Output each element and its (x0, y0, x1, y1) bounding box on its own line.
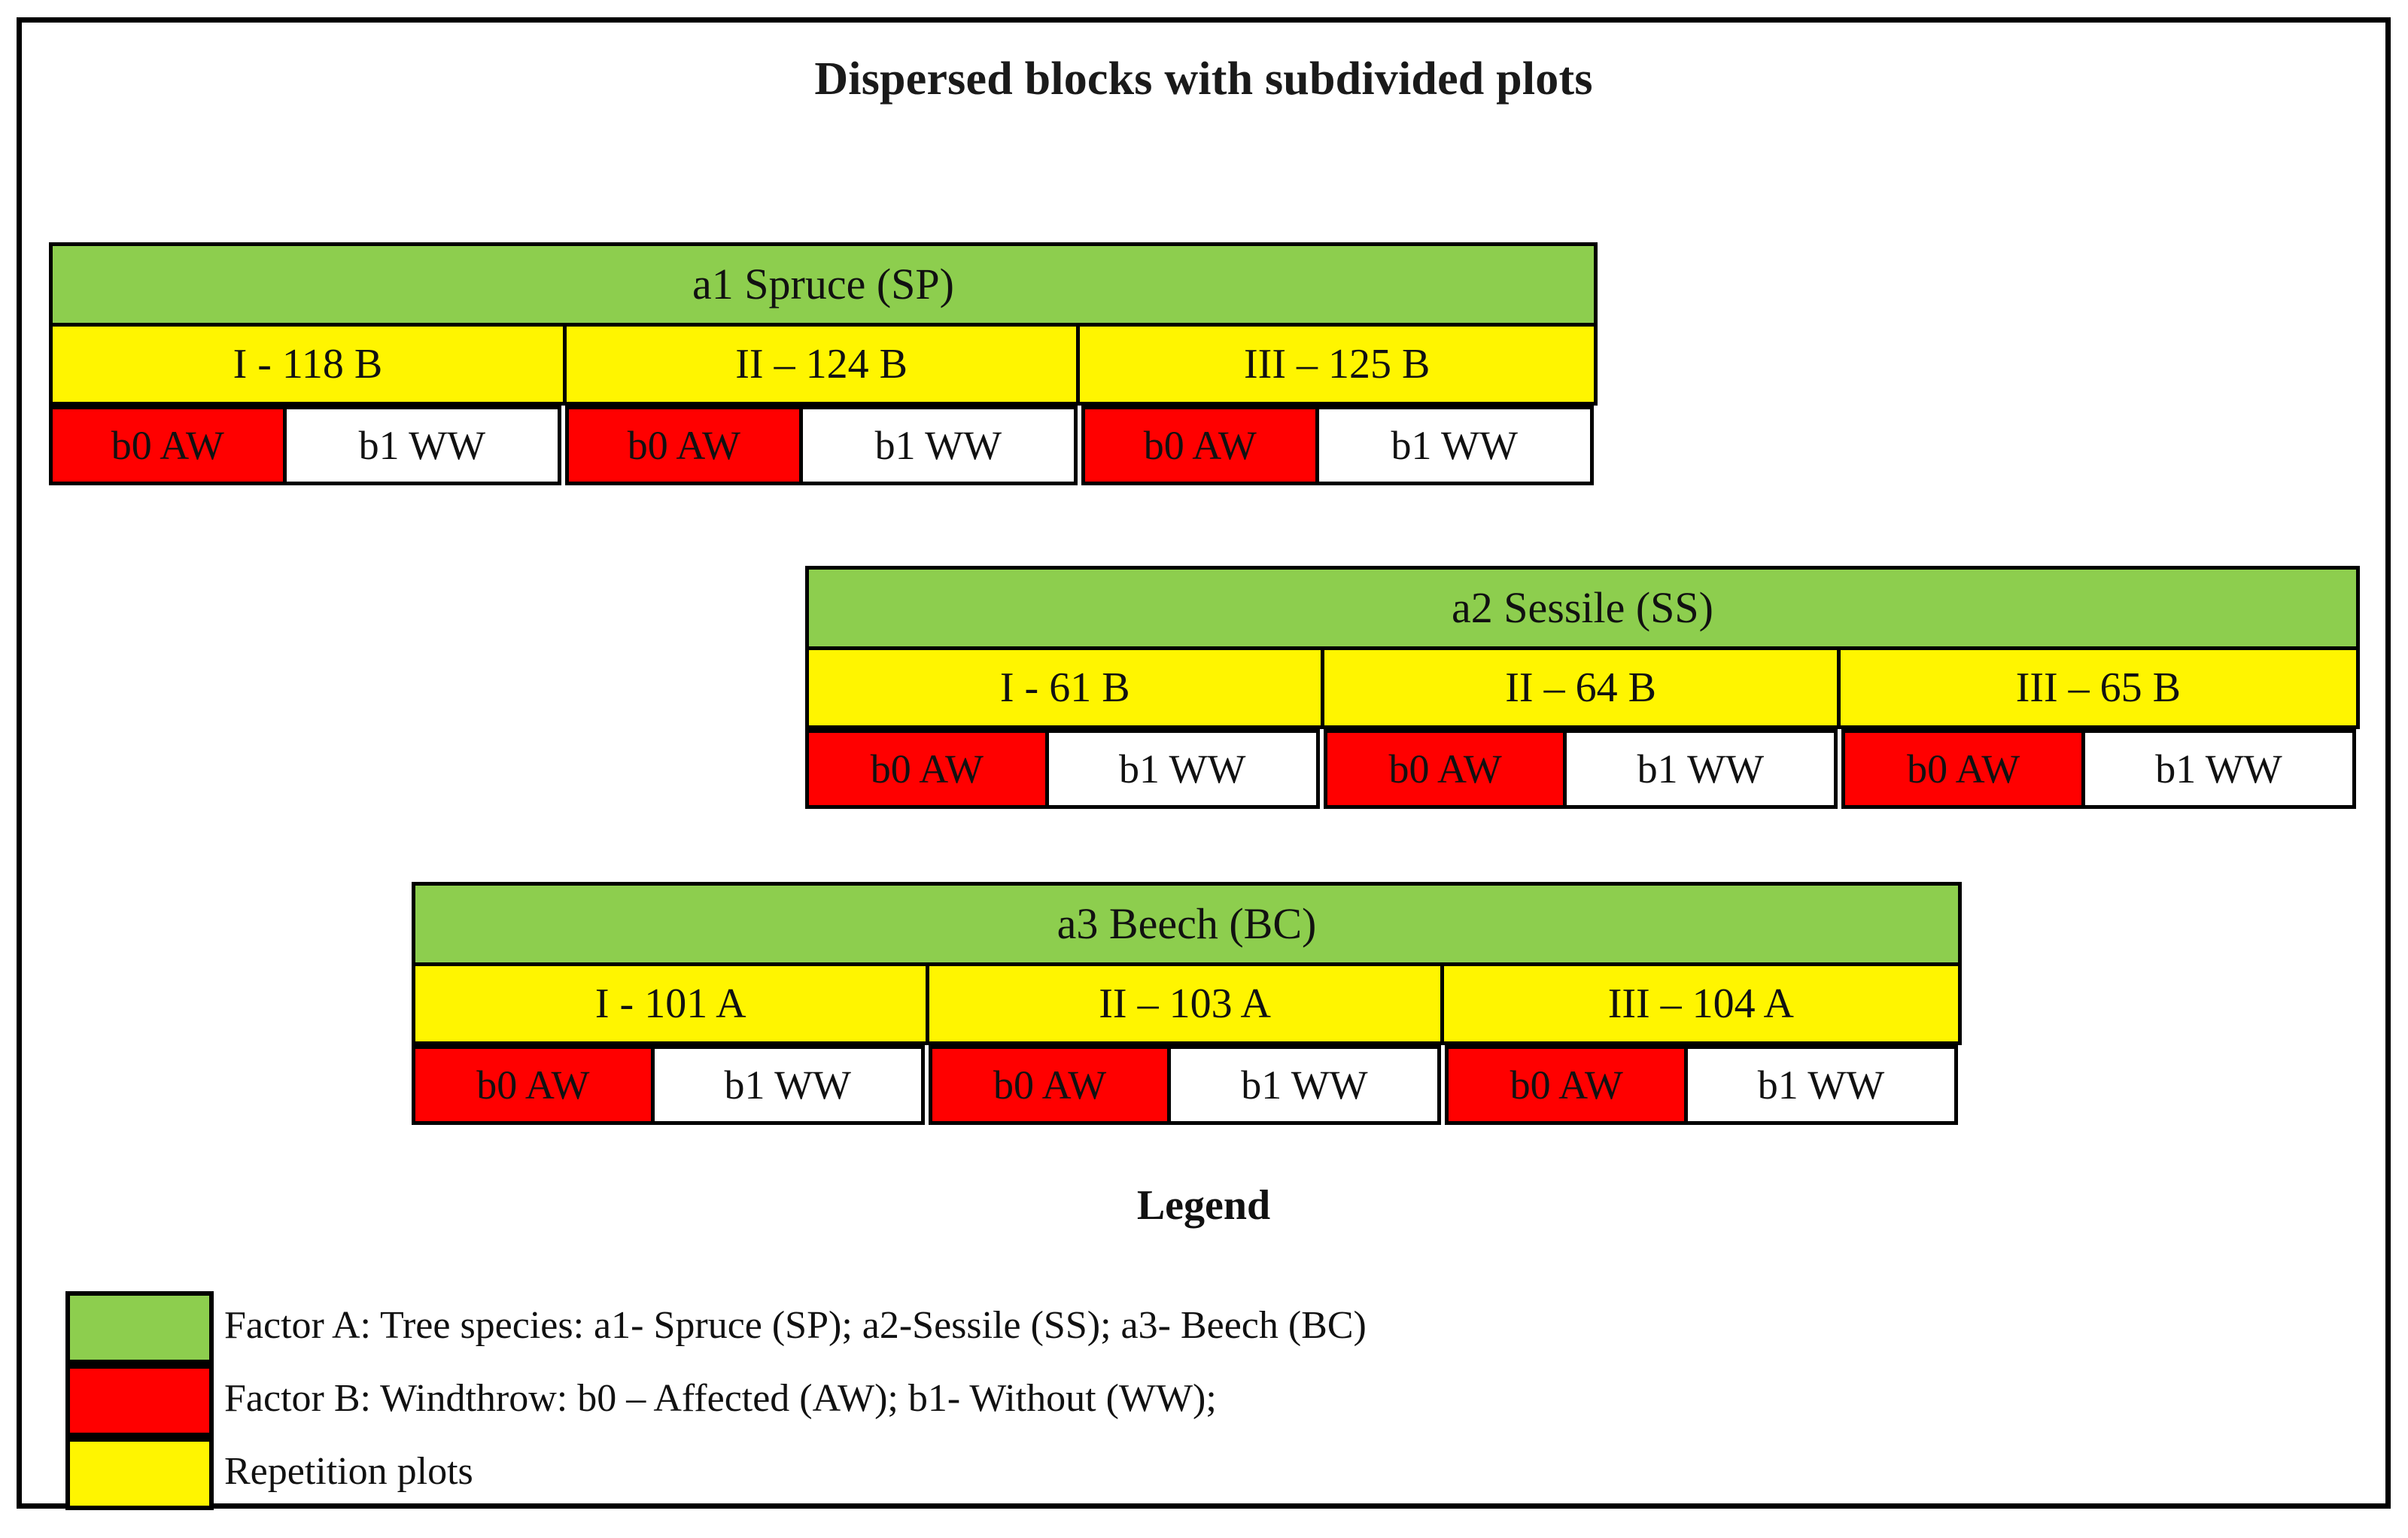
subplot-group-a3-II: b0 AW b1 WW (928, 1045, 1446, 1125)
subplot-cell-a2-I-b1[interactable]: b1 WW (1044, 729, 1320, 809)
subplot-group-a2-I: b0 AW b1 WW (805, 729, 1324, 809)
legend-entry-factor-a: Factor A: Tree species: a1- Spruce (SP);… (65, 1289, 2248, 1364)
legend-text-factor-b: Factor B: Windthrow: b0 – Affected (AW);… (224, 1376, 1217, 1420)
repetition-row-a3: I - 101 A II – 103 A III – 104 A (412, 966, 1962, 1045)
subplot-group-a2-III: b0 AW b1 WW (1841, 729, 2360, 809)
subplot-cell-a3-II-b1[interactable]: b1 WW (1167, 1045, 1442, 1125)
legend-entry-repetition: Repetition plots (65, 1435, 2248, 1510)
repetition-cell-a3-III[interactable]: III – 104 A (1443, 966, 1958, 1041)
subplot-cell-a1-II-b1[interactable]: b1 WW (798, 406, 1078, 485)
subplot-group-a1-III: b0 AW b1 WW (1081, 406, 1598, 485)
subplot-cell-a2-III-b0[interactable]: b0 AW (1841, 729, 2086, 809)
subplot-row-a2: b0 AW b1 WW b0 AW b1 WW b0 AW b1 WW (805, 729, 2360, 809)
repetition-cell-a2-I[interactable]: I - 61 B (809, 650, 1325, 725)
subplot-cell-a1-I-b0[interactable]: b0 AW (49, 406, 287, 485)
subplot-cell-a1-III-b0[interactable]: b0 AW (1081, 406, 1319, 485)
subplot-row-a1: b0 AW b1 WW b0 AW b1 WW b0 AW b1 WW (49, 406, 1598, 485)
species-header-a3: a3 Beech (BC) (412, 882, 1962, 966)
legend-swatch-green (65, 1291, 214, 1364)
subplot-cell-a2-I-b0[interactable]: b0 AW (805, 729, 1049, 809)
legend-text-repetition: Repetition plots (224, 1449, 473, 1493)
subplot-cell-a3-III-b0[interactable]: b0 AW (1445, 1045, 1689, 1125)
repetition-cell-a3-I[interactable]: I - 101 A (415, 966, 930, 1041)
legend: Factor A: Tree species: a1- Spruce (SP);… (65, 1289, 2248, 1510)
subplot-cell-a2-III-b1[interactable]: b1 WW (2081, 729, 2356, 809)
species-header-a2: a2 Sessile (SS) (805, 566, 2360, 650)
subplot-cell-a1-I-b1[interactable]: b1 WW (282, 406, 562, 485)
repetition-row-a1: I - 118 B II – 124 B III – 125 B (49, 327, 1598, 406)
page-title: Dispersed blocks with subdivided plots (814, 53, 1593, 105)
subplot-group-a2-II: b0 AW b1 WW (1323, 729, 1842, 809)
species-block-a1: a1 Spruce (SP) I - 118 B II – 124 B III … (49, 242, 1598, 485)
subplot-cell-a3-I-b1[interactable]: b1 WW (650, 1045, 925, 1125)
subplot-cell-a3-III-b1[interactable]: b1 WW (1684, 1045, 1958, 1125)
species-block-a3: a3 Beech (BC) I - 101 A II – 103 A III –… (412, 882, 1962, 1125)
repetition-row-a2: I - 61 B II – 64 B III – 65 B (805, 650, 2360, 729)
repetition-cell-a3-II[interactable]: II – 103 A (929, 966, 1444, 1041)
subplot-group-a3-I: b0 AW b1 WW (412, 1045, 929, 1125)
subplot-group-a1-II: b0 AW b1 WW (565, 406, 1081, 485)
subplot-cell-a1-II-b0[interactable]: b0 AW (565, 406, 803, 485)
subplot-row-a3: b0 AW b1 WW b0 AW b1 WW b0 AW b1 WW (412, 1045, 1962, 1125)
figure-frame: Dispersed blocks with subdivided plots a… (17, 17, 2391, 1510)
repetition-cell-a2-III[interactable]: III – 65 B (1840, 650, 2356, 725)
subplot-group-a1-I: b0 AW b1 WW (49, 406, 565, 485)
repetition-cell-a1-III[interactable]: III – 125 B (1080, 327, 1594, 402)
legend-text-factor-a: Factor A: Tree species: a1- Spruce (SP);… (224, 1303, 1367, 1347)
legend-swatch-yellow (65, 1437, 214, 1510)
subplot-cell-a1-III-b1[interactable]: b1 WW (1315, 406, 1594, 485)
repetition-cell-a1-II[interactable]: II – 124 B (566, 327, 1081, 402)
subplot-cell-a3-I-b0[interactable]: b0 AW (412, 1045, 655, 1125)
species-header-a1: a1 Spruce (SP) (49, 242, 1598, 327)
subplot-cell-a2-II-b0[interactable]: b0 AW (1323, 729, 1567, 809)
legend-swatch-red (65, 1364, 214, 1437)
repetition-cell-a2-II[interactable]: II – 64 B (1324, 650, 1841, 725)
legend-entry-factor-b: Factor B: Windthrow: b0 – Affected (AW);… (65, 1362, 2248, 1437)
legend-title: Legend (1136, 1182, 1271, 1229)
subplot-group-a3-III: b0 AW b1 WW (1445, 1045, 1962, 1125)
subplot-cell-a3-II-b0[interactable]: b0 AW (928, 1045, 1172, 1125)
species-block-a2: a2 Sessile (SS) I - 61 B II – 64 B III –… (805, 566, 2360, 809)
subplot-cell-a2-II-b1[interactable]: b1 WW (1563, 729, 1838, 809)
repetition-cell-a1-I[interactable]: I - 118 B (53, 327, 567, 402)
